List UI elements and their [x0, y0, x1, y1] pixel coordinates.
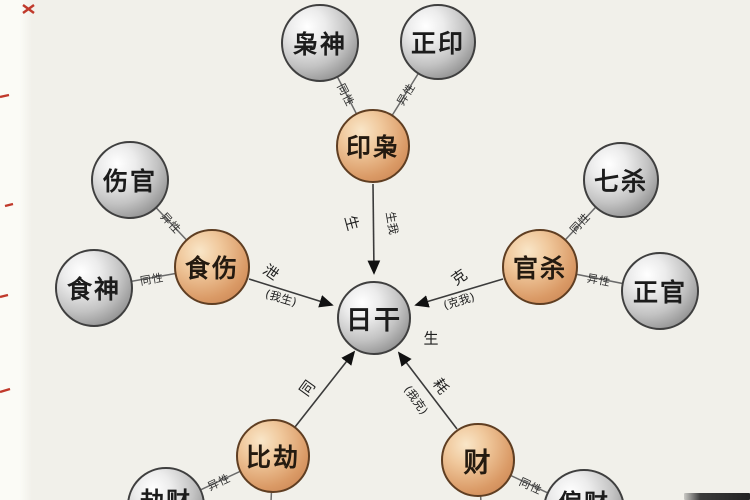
- node-xiaoshen-label: 枭神: [292, 30, 347, 59]
- bottom-right-bar-artifact: [684, 493, 750, 500]
- node-qisha: 七杀: [583, 142, 659, 218]
- node-shishang-label: 食伤: [184, 254, 239, 283]
- arrow-shishang-to-rigan: [248, 278, 334, 308]
- node-shishang: 食伤: [174, 229, 250, 305]
- node-yinxiao-label: 印枭: [345, 133, 400, 162]
- node-guansha-label: 官杀: [512, 254, 567, 283]
- node-zhengyin-label: 正印: [410, 29, 465, 58]
- arrow-guansha-to-rigan: [414, 278, 504, 308]
- node-cai-label: 财: [463, 447, 493, 479]
- node-xiaoshen: 枭神: [281, 4, 359, 82]
- arrow-yinxiao-to-rigan: [367, 183, 381, 275]
- node-zhengguan: 正官: [621, 252, 699, 330]
- node-jiecai-label: 劫财: [140, 481, 192, 500]
- relation-cai-extra: 生: [423, 329, 439, 348]
- node-qisha-label: 七杀: [593, 167, 648, 196]
- node-rigan-label: 日干: [345, 305, 402, 336]
- node-rigan: 日干: [337, 281, 411, 355]
- node-piancai-label: 偏财: [558, 483, 610, 500]
- node-shangguan-label: 伤官: [102, 167, 157, 196]
- node-cai: 财: [441, 423, 515, 497]
- node-guansha: 官杀: [502, 229, 578, 305]
- node-zhengguan-label: 正官: [632, 278, 687, 307]
- red-artifact-marks: [0, 4, 35, 394]
- arrow-bijie-to-rigan: [294, 350, 356, 428]
- node-bijie: 比劫: [236, 419, 310, 493]
- node-zhengyin: 正印: [400, 4, 476, 80]
- node-shangguan: 伤官: [91, 141, 169, 219]
- node-shishen-label: 食神: [66, 275, 121, 304]
- node-yinxiao: 印枭: [336, 109, 410, 183]
- arrow-cai-to-rigan: [397, 351, 458, 430]
- node-shishen: 食神: [55, 249, 133, 327]
- node-bijie-label: 比劫: [245, 443, 300, 472]
